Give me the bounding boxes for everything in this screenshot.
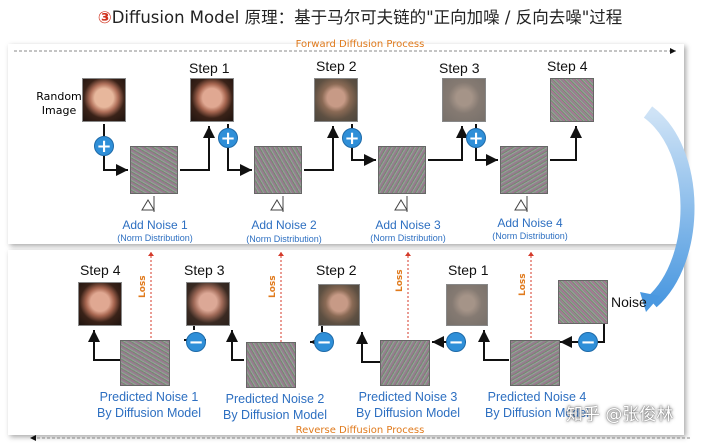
minus-icon: − <box>578 332 598 352</box>
by-model-1: By Diffusion Model <box>97 406 201 420</box>
loss-label-4: Loss <box>518 273 528 296</box>
plus-icon: + <box>94 136 114 156</box>
add-noise-3: Add Noise 3 <box>375 218 441 232</box>
minus-icon: − <box>186 332 206 352</box>
norm-4: (Norm Distribution) <box>492 231 568 241</box>
random-image-label: Random Image <box>36 90 82 117</box>
top-step-1: Step 1 <box>189 60 230 76</box>
predicted-2: Predicted Noise 2 <box>225 392 325 406</box>
add-noise-2: Add Noise 2 <box>251 218 317 232</box>
noise-box-4 <box>500 146 548 194</box>
predicted-1: Predicted Noise 1 <box>99 390 199 404</box>
predicted-3: Predicted Noise 3 <box>358 390 458 404</box>
noise-label: Noise <box>611 294 647 310</box>
title-text: Diffusion Model 原理：基于马尔可夫链的"正向加噪 / 反向去噪"… <box>111 8 623 27</box>
forward-label: Forward Diffusion Process <box>295 39 425 50</box>
by-model-2: By Diffusion Model <box>223 408 327 422</box>
pred-noise-box-4 <box>510 340 560 386</box>
bottom-step-1: Step 1 <box>448 262 489 278</box>
pred-noise-box-1 <box>120 340 170 386</box>
step3-image <box>442 78 486 122</box>
predicted-4: Predicted Noise 4 <box>487 390 587 404</box>
loss-label-2: Loss <box>268 275 278 298</box>
top-step-3: Step 3 <box>439 60 480 76</box>
minus-icon: − <box>314 332 334 352</box>
add-noise-1: Add Noise 1 <box>122 218 188 232</box>
title-number: ③ <box>97 8 112 27</box>
bottom-step-2: Step 2 <box>316 262 357 278</box>
watermark: 知乎 @张俊林 <box>566 405 674 425</box>
plus-icon: + <box>218 128 238 148</box>
step4-image <box>550 78 594 122</box>
pred-noise-box-2 <box>246 342 296 388</box>
bottom-step-4: Step 4 <box>80 262 121 278</box>
plus-icon: + <box>342 128 362 148</box>
norm-3: (Norm Distribution) <box>370 233 446 243</box>
top-step-2: Step 2 <box>316 58 357 74</box>
step1-image <box>190 78 234 122</box>
reverse-step1-image <box>446 284 488 326</box>
reverse-step2-image <box>318 284 360 326</box>
random-image <box>82 78 126 122</box>
page-title: ③Diffusion Model 原理：基于马尔可夫链的"正向加噪 / 反向去噪… <box>0 4 720 28</box>
by-model-3: By Diffusion Model <box>356 406 460 420</box>
minus-icon: − <box>446 332 466 352</box>
bottom-step-3: Step 3 <box>184 262 225 278</box>
reverse-step4-image <box>78 282 122 326</box>
loss-label-1: Loss <box>138 275 148 298</box>
noise-box-2 <box>254 146 302 194</box>
norm-2: (Norm Distribution) <box>246 234 322 244</box>
norm-1: (Norm Distribution) <box>117 233 193 243</box>
pred-noise-box-3 <box>380 340 430 386</box>
noise-box-3 <box>378 146 426 194</box>
by-model-4: By Diffusion Model <box>485 406 589 420</box>
plus-icon: + <box>466 128 486 148</box>
step2-image <box>314 78 358 122</box>
loss-label-3: Loss <box>395 269 405 292</box>
add-noise-4: Add Noise 4 <box>497 216 563 230</box>
big-curve-arrow <box>643 106 695 308</box>
top-step-4: Step 4 <box>547 58 588 74</box>
reverse-label: Reverse Diffusion Process <box>295 425 425 436</box>
noise-box-1 <box>130 146 178 194</box>
reverse-noise-image <box>558 280 608 324</box>
reverse-step3-image <box>186 282 230 326</box>
